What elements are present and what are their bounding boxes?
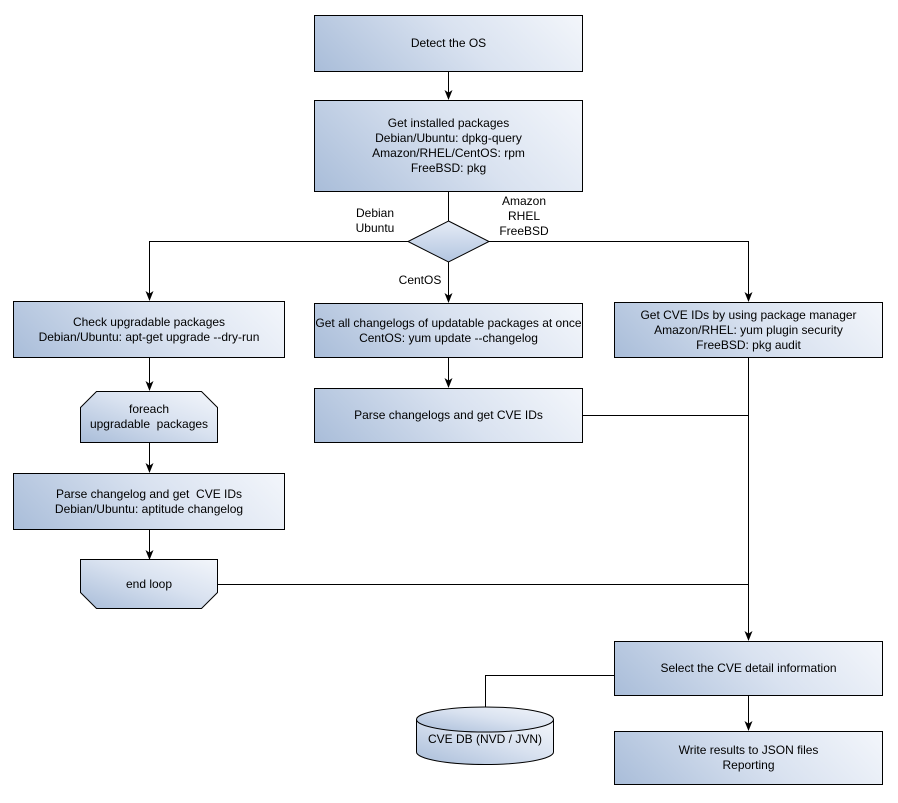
os-decision-diamond: [406, 220, 491, 263]
connector-decision-to-get-cve-ids: [489, 241, 753, 302]
end-loop-label: end loop: [125, 576, 173, 591]
end-loop-shape: [80, 559, 218, 609]
branch-label-debian-ubuntu: Debian Ubuntu: [355, 206, 395, 235]
cve-db-label: CVE DB (NVD / JVN): [427, 731, 542, 746]
node-parse-changelog-left: Parse changelog and get CVE IDs Debian/U…: [13, 473, 285, 530]
node-check-upgradable-packages: Check upgradable packages Debian/Ubuntu:…: [13, 301, 285, 358]
node-write-results: Write results to JSON files Reporting: [614, 731, 883, 785]
branch-label-amazon-rhel-freebsd: Amazon RHEL FreeBSD: [499, 194, 549, 238]
connector-decision-to-check-upgradable: [145, 241, 408, 301]
database-cylinder-icon: [416, 706, 554, 765]
node-detect-os: Detect the OS: [314, 15, 583, 72]
foreach-loop-shape: [80, 391, 218, 443]
branch-label-centos: CentOS: [398, 273, 442, 287]
foreach-loop-label: foreach upgradable packages: [89, 402, 209, 431]
node-get-cve-ids-package-manager: Get CVE IDs by using package manager Ama…: [614, 302, 883, 358]
node-get-all-changelogs: Get all changelogs of updatable packages…: [314, 303, 583, 358]
node-get-installed-packages: Get installed packages Debian/Ubuntu: dp…: [314, 100, 583, 192]
node-parse-changelogs-mid: Parse changelogs and get CVE IDs: [314, 388, 583, 443]
connector-cvedb-to-select: [485, 675, 614, 707]
node-select-cve-detail: Select the CVE detail information: [614, 641, 883, 696]
